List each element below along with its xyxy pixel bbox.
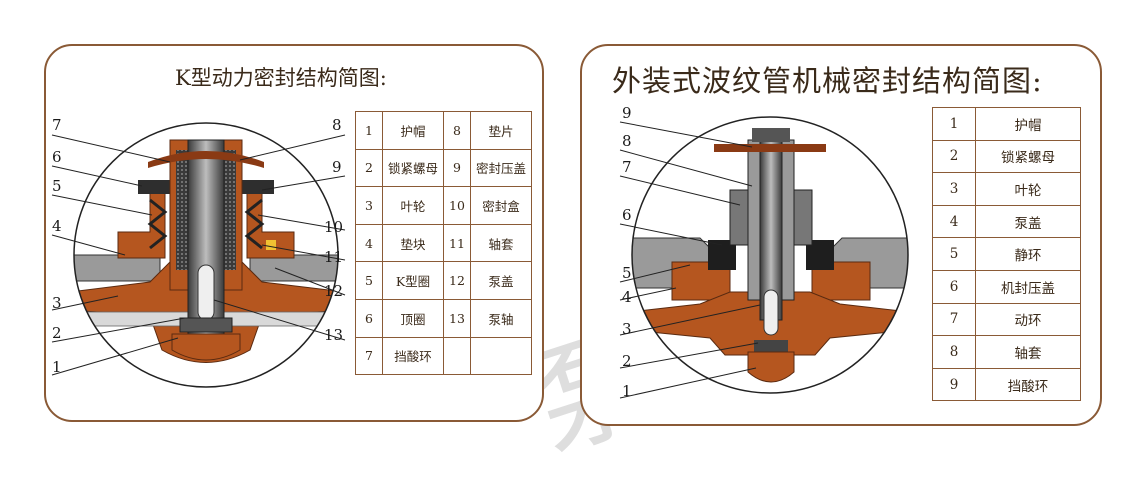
part-name: 叶轮 bbox=[975, 172, 1081, 206]
table-row: 1 护帽 8 垫片 bbox=[355, 111, 532, 150]
callout-right-3: 3 bbox=[622, 320, 632, 338]
part-name: 泵盖 bbox=[975, 204, 1081, 239]
table-row: 7 挡酸环 bbox=[355, 336, 532, 376]
callout-right-2: 2 bbox=[622, 352, 632, 370]
part-name: 轴套 bbox=[975, 335, 1081, 369]
part-name: 静环 bbox=[975, 237, 1081, 271]
part-name: 护帽 bbox=[382, 111, 444, 150]
table-row: 5 K型圈 12 泵盖 bbox=[355, 261, 532, 300]
part-no: 4 bbox=[932, 204, 976, 239]
bellows-seal-drawing bbox=[632, 117, 908, 393]
callout-left-13: 13 bbox=[324, 326, 344, 344]
part-no: 7 bbox=[355, 336, 383, 376]
callout-right-5: 5 bbox=[622, 264, 632, 282]
part-no-empty bbox=[443, 336, 471, 376]
table-row: 2 锁紧螺母 9 密封压盖 bbox=[355, 148, 532, 188]
callout-left-2: 2 bbox=[52, 324, 62, 342]
parts-table-k-type: 1 护帽 8 垫片 2 锁紧螺母 9 密封压盖 3 叶轮 10 密封盒 4 垫块… bbox=[355, 111, 532, 376]
part-no: 2 bbox=[355, 148, 383, 188]
table-row: 4 垫块 11 轴套 bbox=[355, 223, 532, 263]
title-k-type-seal: K型动力密封结构简图: bbox=[175, 66, 387, 90]
part-no: 13 bbox=[443, 298, 471, 338]
table-row: 6 顶圈 13 泵轴 bbox=[355, 298, 532, 338]
part-name-empty bbox=[470, 336, 532, 376]
part-no: 12 bbox=[443, 261, 471, 300]
bellows-callout-lines bbox=[619, 121, 761, 399]
callout-right-9: 9 bbox=[622, 104, 632, 122]
part-name: 动环 bbox=[975, 302, 1081, 337]
callout-left-3: 3 bbox=[52, 294, 62, 312]
part-name: 泵盖 bbox=[470, 261, 532, 300]
part-no: 5 bbox=[932, 237, 976, 271]
part-no: 1 bbox=[355, 111, 383, 150]
callout-left-1: 1 bbox=[52, 358, 62, 376]
k-type-seal-drawing bbox=[74, 123, 338, 387]
callout-right-1: 1 bbox=[622, 382, 632, 400]
part-no: 9 bbox=[443, 148, 471, 188]
part-name: 挡酸环 bbox=[975, 367, 1081, 402]
callout-left-5: 5 bbox=[52, 177, 62, 195]
part-name: 锁紧螺母 bbox=[382, 148, 444, 188]
part-no: 3 bbox=[355, 186, 383, 225]
part-name: K型圈 bbox=[382, 261, 444, 300]
part-no: 10 bbox=[443, 186, 471, 225]
part-name: 密封压盖 bbox=[470, 148, 532, 188]
callout-left-9: 9 bbox=[332, 158, 342, 176]
part-no: 5 bbox=[355, 261, 383, 300]
title-bellows-seal: 外装式波纹管机械密封结构简图: bbox=[612, 64, 1043, 98]
part-no: 4 bbox=[355, 223, 383, 263]
part-name: 叶轮 bbox=[382, 186, 444, 225]
part-no: 8 bbox=[443, 111, 471, 150]
table-row: 3 叶轮 10 密封盒 bbox=[355, 186, 532, 225]
callout-left-11: 11 bbox=[324, 248, 344, 266]
callout-right-6: 6 bbox=[622, 206, 632, 224]
part-name: 轴套 bbox=[470, 223, 532, 263]
part-no: 8 bbox=[932, 335, 976, 369]
part-no: 6 bbox=[932, 269, 976, 304]
part-name: 机封压盖 bbox=[975, 269, 1081, 304]
callout-right-4: 4 bbox=[622, 288, 632, 306]
part-no: 11 bbox=[443, 223, 471, 263]
callout-left-4: 4 bbox=[52, 217, 62, 235]
part-no: 6 bbox=[355, 298, 383, 338]
part-name: 垫片 bbox=[470, 111, 532, 150]
part-no: 3 bbox=[932, 172, 976, 206]
callout-right-8: 8 bbox=[622, 132, 632, 150]
callout-left-7: 7 bbox=[52, 116, 62, 134]
part-name: 锁紧螺母 bbox=[975, 139, 1081, 174]
part-no: 7 bbox=[932, 302, 976, 337]
callout-left-6: 6 bbox=[52, 148, 62, 166]
k-type-callout-lines bbox=[51, 134, 346, 376]
part-name: 泵轴 bbox=[470, 298, 532, 338]
part-name: 垫块 bbox=[382, 223, 444, 263]
part-no: 1 bbox=[932, 107, 976, 141]
callout-right-7: 7 bbox=[622, 158, 632, 176]
callout-left-10: 10 bbox=[324, 218, 344, 236]
part-name: 密封盒 bbox=[470, 186, 532, 225]
part-no: 2 bbox=[932, 139, 976, 174]
callout-left-8: 8 bbox=[332, 116, 342, 134]
part-name: 顶圈 bbox=[382, 298, 444, 338]
part-name: 护帽 bbox=[975, 107, 1081, 141]
part-no: 9 bbox=[932, 367, 976, 402]
callout-left-12: 12 bbox=[324, 282, 344, 300]
seal-drawings bbox=[51, 116, 909, 399]
part-name: 挡酸环 bbox=[382, 336, 444, 376]
